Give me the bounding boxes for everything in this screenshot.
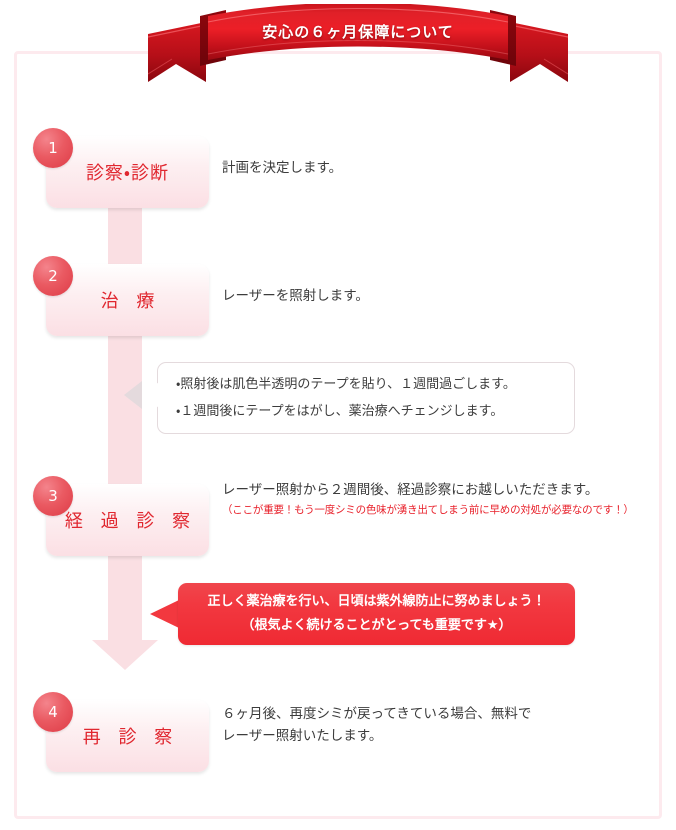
- step-badge-3: 3: [33, 476, 73, 516]
- step-label-2: 治 療: [100, 291, 161, 312]
- callout-line-2: （根気よく続けることがとっても重要です★）: [241, 618, 512, 633]
- step-desc-4-line-2: レーザー照射いたします。: [222, 728, 383, 744]
- bubble-tail-icon: [124, 381, 159, 409]
- step-badge-4: 4: [33, 692, 73, 732]
- ribbon-banner: 安心の６ヶ月保障について: [148, 4, 568, 86]
- sun-protection-callout: 正しく薬治療を行い、日頃は紫外線防止に努めましょう！ （根気よく続けることがとっ…: [178, 583, 575, 645]
- step-desc-1: 計画を決定します。: [222, 160, 343, 176]
- bubble-line-1: ・照射後は肌色半透明のテープを貼り、１週間過ごします。: [176, 377, 516, 392]
- step-badge-1: 1: [33, 128, 73, 168]
- step-box-3: 経 過 診 察: [46, 484, 209, 556]
- step-box-4: 再 診 察: [46, 700, 209, 772]
- step-desc-4: ６ヶ月後、再度シミが戻ってきている場合、無料で レーザー照射いたします。: [222, 703, 531, 747]
- step-desc-4-line-1: ６ヶ月後、再度シミが戻ってきている場合、無料で: [222, 706, 532, 722]
- step-box-1: 診察・診断: [46, 136, 209, 208]
- flow-connector-1-2: [108, 196, 142, 268]
- bubble-line-2: ・１週間後にテープをはがし、薬治療へチェンジします。: [176, 404, 504, 419]
- ribbon-shape-icon: [148, 4, 568, 82]
- step-desc-3: レーザー照射から２週間後、経過診察にお越しいただきます。 （ここが重要！もう一度…: [222, 479, 634, 519]
- step-desc-3-main: レーザー照射から２週間後、経過診察にお越しいただきます。: [222, 482, 599, 498]
- step-desc-3-note: （ここが重要！もう一度シミの色味が湧き出てしまう前に早めの対処が必要なのです！）: [222, 504, 634, 516]
- callout-line-1: 正しく薬治療を行い、日頃は紫外線防止に努めましょう！: [207, 594, 546, 609]
- step-label-4: 再 診 察: [82, 727, 179, 748]
- step-label-1: 診察・診断: [85, 163, 170, 184]
- flow-connector-3-4: [108, 540, 142, 640]
- callout-tail-icon: [150, 600, 179, 628]
- treatment-note-bubble: ・照射後は肌色半透明のテープを貼り、１週間過ごします。 ・１週間後にテープをはが…: [157, 362, 575, 434]
- step-badge-2: 2: [33, 256, 73, 296]
- step-desc-2: レーザーを照射します。: [222, 288, 369, 304]
- step-label-3: 経 過 診 察: [64, 511, 197, 532]
- step-box-2: 治 療: [46, 264, 209, 336]
- flow-arrow-down-icon: [92, 640, 158, 670]
- banner-title: 安心の６ヶ月保障について: [262, 23, 454, 41]
